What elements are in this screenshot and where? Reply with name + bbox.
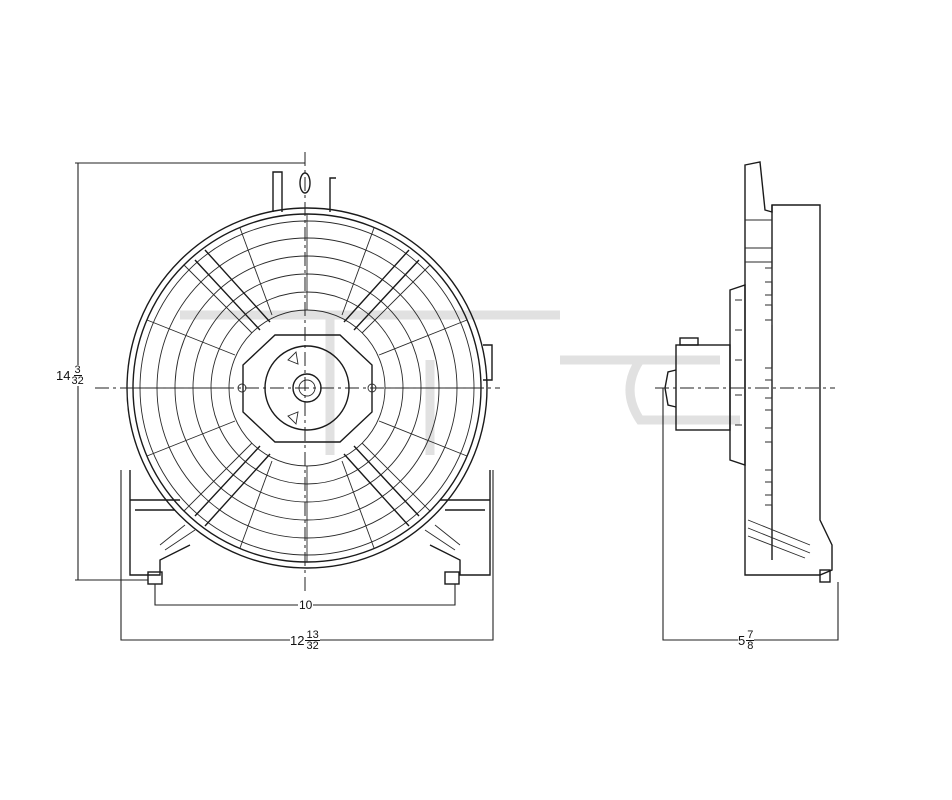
dimension-overall-width: 12 13 32 — [290, 629, 320, 652]
dimension-height-whole: 14 — [56, 368, 71, 383]
dimension-height: 14 3 32 — [56, 364, 84, 387]
watermark-logo — [180, 310, 740, 455]
front-view — [95, 152, 500, 595]
side-dimension-lines — [662, 388, 839, 641]
dimension-depth: 5 7 8 — [738, 629, 755, 652]
dimension-mount-spacing: 10 — [298, 598, 314, 612]
side-view — [655, 161, 835, 583]
dimension-height-fraction: 3 32 — [71, 364, 84, 387]
